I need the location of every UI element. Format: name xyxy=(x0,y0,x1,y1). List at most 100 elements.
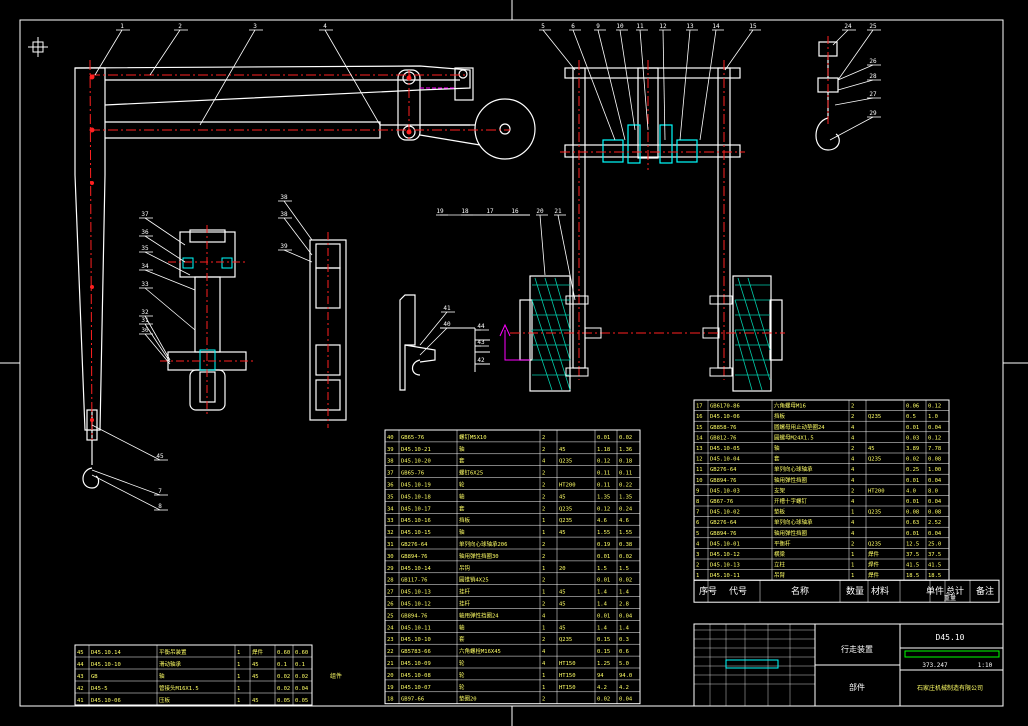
table-cell: 13 xyxy=(696,446,703,452)
balloon-label: 31 xyxy=(141,317,149,324)
table-cell: 37.5 xyxy=(906,552,919,558)
table-cell: HT150 xyxy=(559,661,576,667)
table-cell: 0.04 xyxy=(619,697,633,703)
table-cell: 轮 xyxy=(459,659,465,667)
table-cell: 42 xyxy=(77,686,84,692)
table-cell: 轴用弹性挡圈30 xyxy=(459,552,499,560)
table-cell: 单列向心球轴承 xyxy=(774,465,813,473)
table-cell: 压板 xyxy=(159,696,171,704)
table-cell: 4 xyxy=(542,661,546,667)
table-cell: 0.19 xyxy=(597,542,610,548)
table-cell: 41 xyxy=(77,698,84,704)
table-cell: 1.5 xyxy=(619,566,629,572)
table-cell: 25 xyxy=(387,613,394,619)
table-cell: HT150 xyxy=(559,685,576,691)
table-cell: 4.6 xyxy=(597,518,607,524)
table-cell: 2 xyxy=(542,554,545,560)
table-cell: 12 xyxy=(696,457,703,463)
balloon-label: 28 xyxy=(869,73,877,80)
table-cell: 单列向心球轴承 xyxy=(774,518,813,526)
table-header: 数量 xyxy=(846,585,864,597)
magenta-arrow xyxy=(499,323,530,361)
table-cell: 0.18 xyxy=(619,459,632,465)
table-cell: 22 xyxy=(387,649,394,655)
table-cell: 2.52 xyxy=(928,520,941,526)
balloon-label: 18 xyxy=(461,208,469,215)
balloon-label: 38 xyxy=(280,194,288,201)
table-cell: Q235 xyxy=(559,518,572,524)
table-cell: 1 xyxy=(851,563,854,569)
table-cell: 0.12 xyxy=(597,459,610,465)
table-cell: 23 xyxy=(387,637,394,643)
title-assembly: 行走装置 xyxy=(841,644,873,654)
table-cell: 横梁 xyxy=(774,550,786,558)
table-cell: D45.10-12 xyxy=(401,602,431,608)
table-remark: 组件 xyxy=(330,672,342,680)
balloon: 11 xyxy=(636,23,649,131)
title-drawing-no: D45.10 xyxy=(936,633,965,642)
table-cell: 0.02 xyxy=(277,686,290,692)
balloon: 15 xyxy=(724,23,761,71)
table-cell: 2 xyxy=(542,697,545,703)
balloon: 40 xyxy=(419,321,455,356)
balloon: 36 xyxy=(139,229,186,263)
table-cell: D45.10-06 xyxy=(710,414,740,420)
table-cell: 45 xyxy=(252,662,259,668)
balloon: 34 xyxy=(139,263,196,291)
table-cell: 45 xyxy=(559,590,566,596)
table-cell: 3 xyxy=(696,552,699,558)
balloon: 29 xyxy=(829,110,881,141)
balloon-label: 9 xyxy=(596,23,600,30)
table-cell: 27 xyxy=(387,590,394,596)
table-cell: 0.01 xyxy=(906,478,919,484)
table-cell: D45.10-05 xyxy=(710,446,740,452)
table-cell: 4 xyxy=(851,531,855,537)
table-cell: 0.12 xyxy=(597,506,610,512)
table-cell: D45.10-17 xyxy=(401,506,431,512)
table-cell: 0.11 xyxy=(619,471,632,477)
table-cell: D45.10-20 xyxy=(401,459,431,465)
balloon-label: 5 xyxy=(541,23,545,30)
table-cell: 1.4 xyxy=(597,602,608,608)
table-cell: 1.4 xyxy=(597,625,608,631)
table-cell: 45 xyxy=(252,674,259,680)
balloon: 10 xyxy=(616,23,636,131)
balloon: 43 xyxy=(475,339,489,347)
table-cell: 14 xyxy=(696,435,703,441)
table-cell: 5 xyxy=(696,531,699,537)
balloon: 28 xyxy=(837,73,881,91)
balloon-label: 20 xyxy=(536,208,544,215)
table-cell: 1 xyxy=(237,650,240,656)
table-cell: 36 xyxy=(387,483,394,489)
table-cell: 管接头M16X1.5 xyxy=(159,684,199,692)
title-part: 部件 xyxy=(849,682,865,692)
table-cell: D45.10-10 xyxy=(401,637,431,643)
table-cell: 2 xyxy=(851,488,854,494)
table-cell: 0.02 xyxy=(619,554,632,560)
table-cell: 4 xyxy=(851,467,855,473)
table-cell: 0.02 xyxy=(597,697,610,703)
table-cell: 0.03 xyxy=(906,435,919,441)
table-cell: 0.01 xyxy=(906,499,919,505)
table-cell: GB812-76 xyxy=(710,435,737,441)
table-cell: D45.10-12 xyxy=(710,552,740,558)
table-cell: 1 xyxy=(542,590,545,596)
table-header: 名称 xyxy=(791,585,809,597)
table-cell: 0.02 xyxy=(295,674,308,680)
table-cell: 0.08 xyxy=(906,510,919,516)
table-cell: 轮 xyxy=(459,481,465,489)
table-cell: 轴用弹性挡圈 xyxy=(774,476,808,484)
table-cell: 单列向心球轴承206 xyxy=(459,540,507,548)
table-cell: 1 xyxy=(237,674,240,680)
